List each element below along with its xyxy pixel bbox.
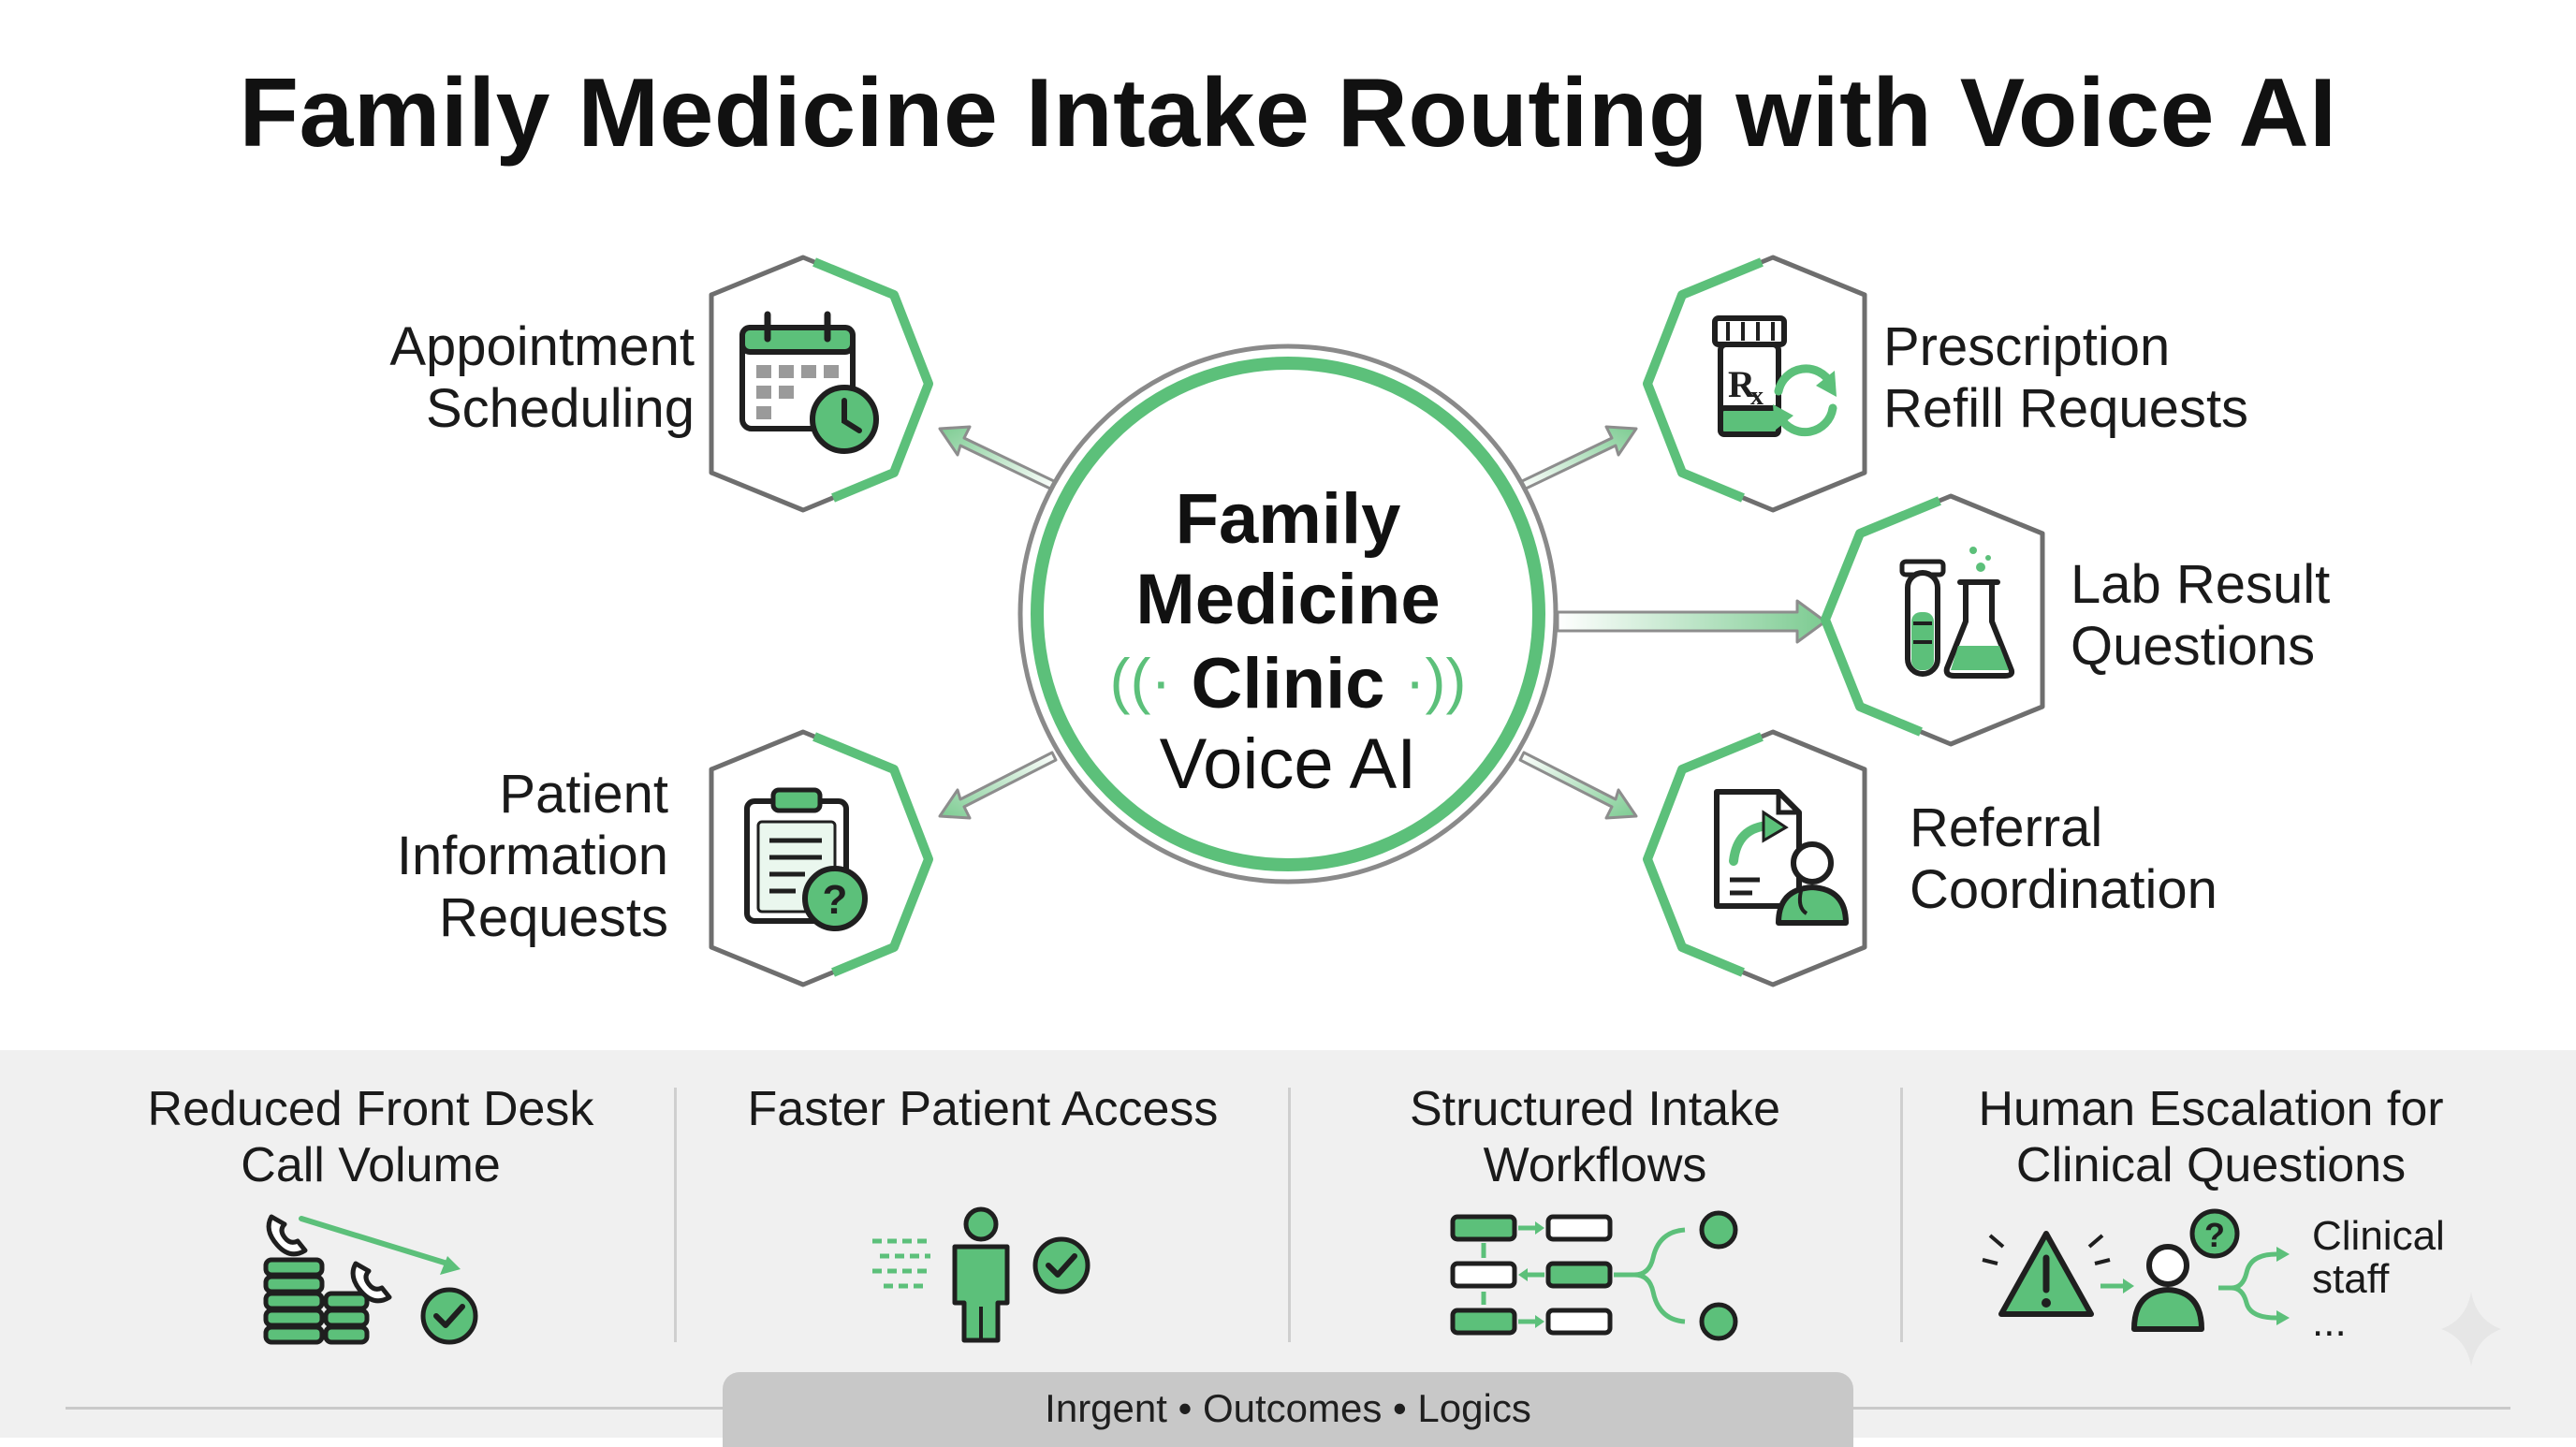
arrow-to-referral [1518,751,1638,820]
calendar-clock-icon [739,311,879,454]
hub-label: Family Medicine ((· Clinic ·)) Voice AI [1101,479,1475,805]
prescription-refill-icon: R x [1712,315,1837,437]
hub-line-3-wrap: ((· Clinic ·)) [1101,640,1475,724]
node-label-prescription: Prescription Refill Requests [1883,316,2249,439]
warning-escalation-icon: ? [1982,1208,2290,1332]
referral-doctor-icon [1714,789,1849,926]
sparkle-icon [2441,1292,2501,1367]
benefit-title-3: Structured Intake Workflows [1410,1082,1780,1192]
node-label-appointment: Appointment Scheduling [389,316,695,439]
node-label-referral: Referral Coordination [1910,797,2217,920]
arrow-to-appointment [938,425,1058,491]
svg-text:R: R [1728,363,1756,405]
person-fast-check-icon [872,1206,1090,1343]
clipboard-question-icon: ? [744,787,868,931]
node-label-lab: Lab Result Questions [2071,554,2331,677]
page-title: Family Medicine Intake Routing with Voic… [239,59,2337,168]
hub-line-1: Family [1175,479,1401,559]
arrow-to-prescription [1518,425,1638,491]
sound-wave-left-icon: ((· [1109,646,1172,715]
svg-text:x: x [1750,382,1764,411]
benefit-divider-3 [1900,1088,1903,1342]
hub-circle [1017,343,1559,884]
clinical-staff-label: Clinical staff ... [2312,1213,2445,1345]
svg-text:?: ? [823,877,848,923]
sound-wave-right-icon: ·)) [1404,646,1467,715]
benefit-divider-2 [1288,1088,1291,1342]
arrow-to-lab [1556,599,1827,644]
test-tube-flask-icon [1899,547,2015,679]
benefit-divider-1 [674,1088,677,1342]
hub-line-2: Medicine [1135,560,1441,639]
benefit-title-1: Reduced Front Desk Call Volume [147,1082,594,1192]
svg-text:?: ? [2204,1216,2225,1254]
hub-line-4: Voice AI [1159,724,1417,804]
benefit-title-2: Faster Patient Access [747,1082,1219,1136]
arrow-to-patient-info [938,751,1058,820]
footer-tagline: Inrgent • Outcomes • Logics [723,1372,1853,1447]
hub-line-3: Clinic [1191,644,1385,724]
benefit-title-4: Human Escalation for Clinical Questions [1978,1082,2444,1192]
phone-stack-down-icon [263,1214,478,1345]
node-label-patient-info: Patient Information Requests [396,764,668,948]
workflow-blocks-icon [1450,1210,1738,1341]
